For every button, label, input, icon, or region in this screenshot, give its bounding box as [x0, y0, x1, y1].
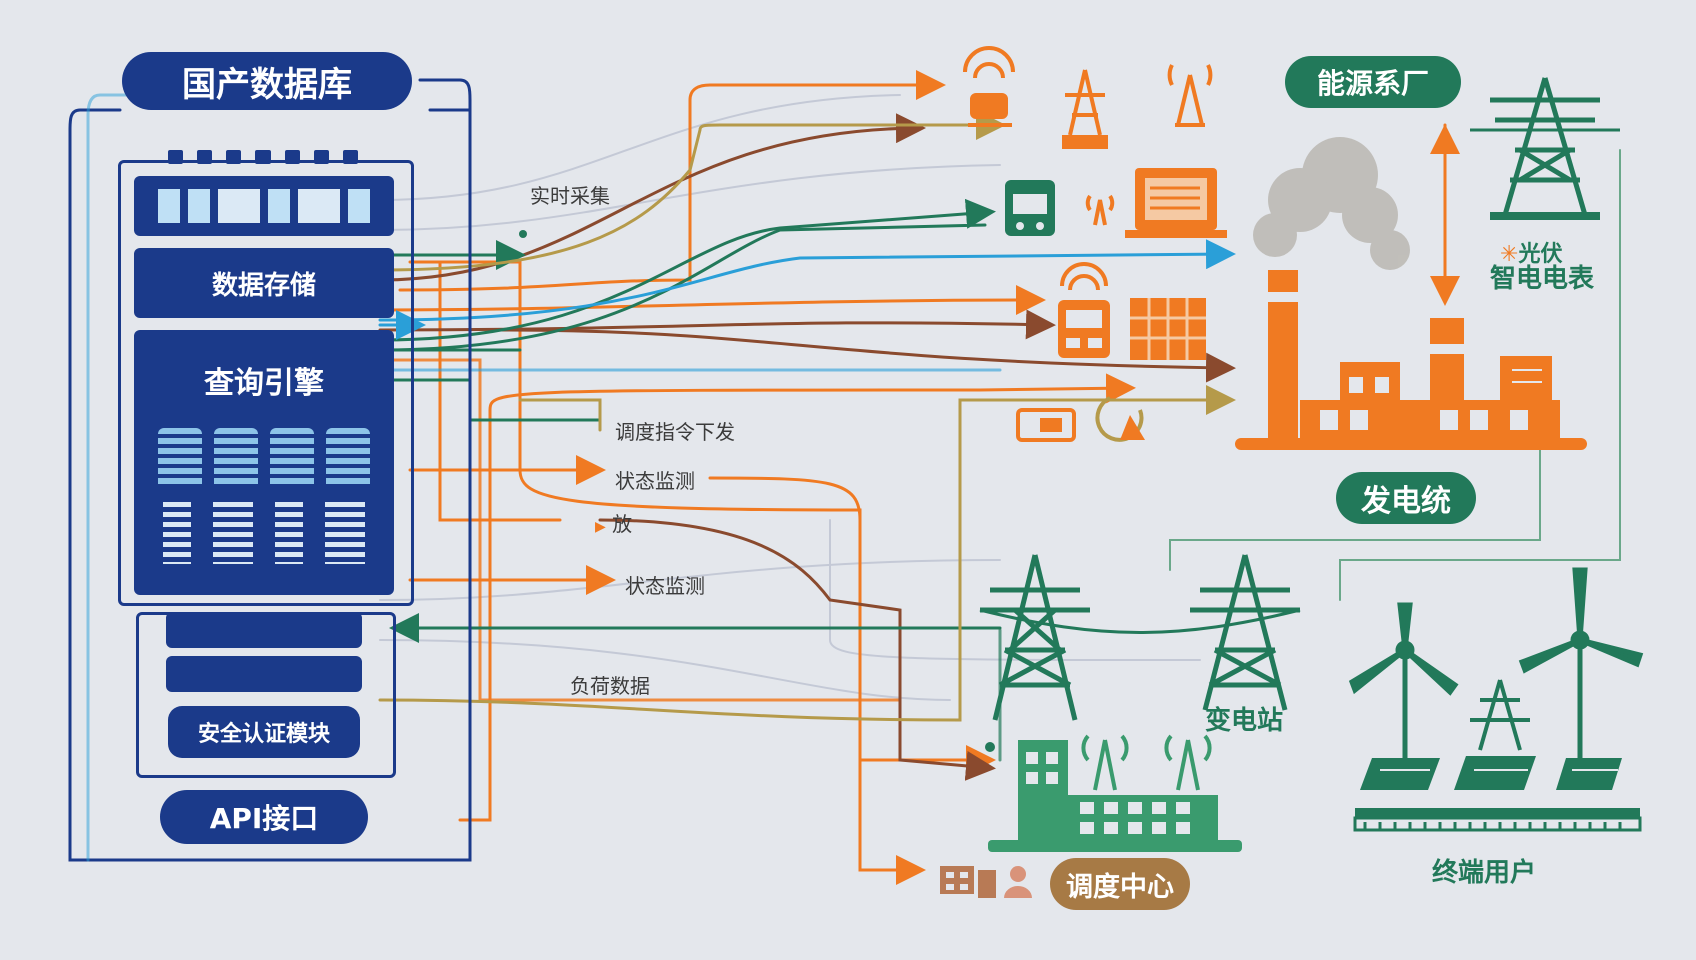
pv-sun-icon: ✳	[1500, 242, 1519, 267]
flow-dispatch-command: 调度指令下发	[615, 420, 735, 444]
api-interface: API接口	[160, 790, 368, 844]
query-engine-module: 查询引擎	[134, 330, 394, 595]
smoke-cloud	[1253, 137, 1410, 270]
control-console-icon	[940, 866, 996, 898]
person-icon	[1004, 866, 1032, 898]
security-auth-module: 安全认证模块	[168, 706, 360, 758]
transmission-tower-right	[1190, 554, 1300, 711]
wind-turbine-icon-2	[1518, 567, 1644, 760]
substation-label: 变电站	[1205, 706, 1284, 736]
solar-array-icon	[1353, 756, 1642, 832]
terminal-icon	[1005, 180, 1055, 236]
flow-realtime-collection: 实时采集	[530, 184, 610, 208]
energy-plant-label: 能源系厂	[1285, 56, 1461, 108]
flow-fang-text: 放	[612, 512, 633, 536]
pv-text: 光伏	[1518, 242, 1563, 267]
transmission-tower-left	[980, 554, 1090, 721]
dispatch-center-label: 调度中心	[1050, 858, 1190, 910]
meter-icon	[1058, 262, 1110, 358]
flow-load-data: 负荷数据	[570, 674, 650, 698]
server-racks	[163, 502, 365, 564]
solar-panel-icon	[1130, 298, 1206, 360]
rack-connector-strip	[168, 150, 358, 166]
flow-fang: ▶ 放	[595, 508, 632, 537]
signal-small-icon	[1085, 194, 1115, 226]
end-users-label: 终端用户	[1432, 858, 1537, 888]
flow-fang-arrow: ▶	[595, 519, 606, 535]
signal-tower-icons	[1081, 734, 1212, 791]
smart-meter-label: 智电电表	[1490, 264, 1595, 294]
flow-status-monitor-1: 状态监测	[615, 469, 695, 493]
building-icon	[988, 740, 1242, 852]
pylon-icon	[1470, 77, 1620, 220]
data-storage-module: 数据存储	[134, 248, 394, 318]
camera-icon	[1016, 396, 1145, 442]
database-title: 国产数据库	[122, 52, 412, 110]
power-system-label: 发电统	[1336, 472, 1476, 524]
power-line	[979, 608, 1301, 634]
signal-icon	[1167, 64, 1213, 127]
pv-label: ✳光伏	[1500, 236, 1562, 268]
server-drawer-top	[134, 176, 394, 236]
security-drawer-1	[166, 612, 362, 648]
antenna-icon	[963, 46, 1015, 127]
laptop-icon	[1125, 168, 1227, 238]
query-engine-label: 查询引擎	[204, 366, 324, 401]
small-pylon-icon	[1470, 679, 1530, 751]
flow-status-monitor-2: 状态监测	[625, 574, 705, 598]
storage-disks	[158, 428, 370, 484]
factory-icon	[1235, 270, 1587, 450]
wind-turbine-icon	[1348, 602, 1459, 760]
security-drawer-2	[166, 656, 362, 692]
tower-icon	[1062, 69, 1108, 149]
